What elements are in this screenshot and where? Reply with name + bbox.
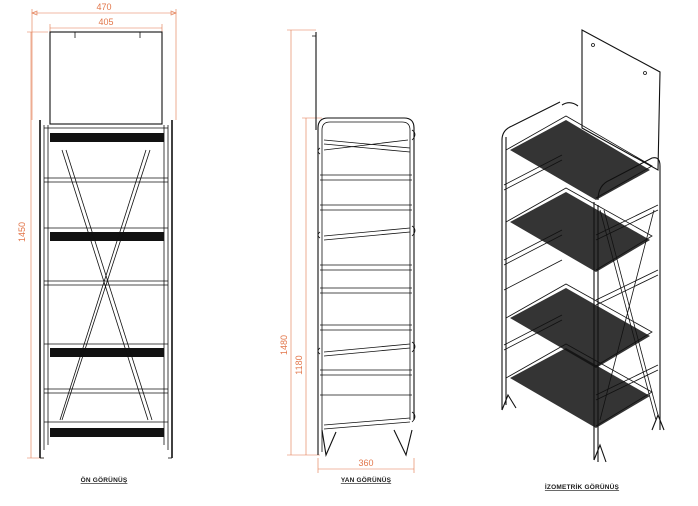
side-depth-dimension: 360 <box>317 458 415 473</box>
iso-shelves <box>510 120 650 428</box>
front-panel-label: 405 <box>98 17 113 27</box>
side-view: 1480 1180 360 <box>279 29 416 473</box>
side-height-total-label: 1480 <box>279 335 289 355</box>
front-width-label: 470 <box>96 2 111 12</box>
side-depth-label: 360 <box>358 458 373 468</box>
side-height-dimension: 1480 <box>279 29 320 456</box>
side-height-inner-dimension: 1180 <box>294 117 322 455</box>
caption-side: YAN GÖRÜNÜŞ <box>341 475 392 484</box>
isometric-view <box>501 29 665 463</box>
caption-front: ÖN GÖRÜNÜŞ <box>81 475 128 484</box>
caption-isometric: İZOMETRİK GÖRÜNÜŞ <box>545 482 620 491</box>
front-view: 470 405 1450 <box>17 2 177 459</box>
front-height-label: 1450 <box>17 222 27 242</box>
front-height-dimension: 1450 <box>17 31 48 459</box>
side-height-inner-label: 1180 <box>294 355 304 374</box>
front-width-dimension: 470 <box>31 2 177 120</box>
